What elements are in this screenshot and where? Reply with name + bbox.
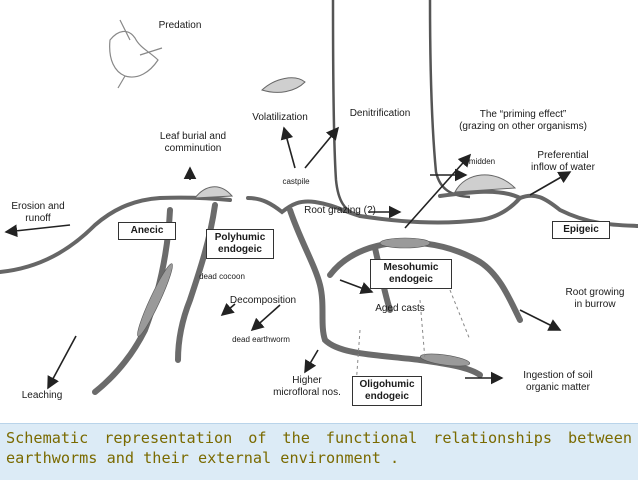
label-preferential-inflow: Preferential inflow of water — [531, 150, 595, 173]
burrow-linings — [137, 237, 471, 367]
label-leaching: Leaching — [21, 390, 63, 401]
box-anecic: Anecic — [118, 222, 176, 240]
label-dead-earthworm: dead earthworm — [232, 335, 290, 344]
label-midden: midden — [468, 157, 496, 166]
label-dead-cocoon: dead cocoon — [199, 272, 245, 281]
bird-illustration — [109, 19, 163, 89]
label-volatilization: Volatilization — [252, 112, 308, 123]
earthworm-functional-diagram — [0, 0, 638, 401]
label-castpile: castpile — [282, 177, 310, 186]
label-higher-microfloral: Higher microfloral nos. — [273, 375, 341, 398]
label-priming-effect: The “priming effect” (grazing on other o… — [459, 109, 587, 132]
caption-panel: Schematic representation of the function… — [0, 423, 638, 480]
tree-trunk — [331, 0, 471, 217]
label-ingestion: Ingestion of soil organic matter — [523, 370, 593, 393]
label-denitrification: Denitrification — [349, 108, 411, 119]
box-polyhumic-endogeic: Polyhumic endogeic — [206, 229, 274, 259]
leaf-litter — [193, 77, 517, 199]
process-arrows — [4, 126, 572, 390]
label-aged-casts: Aged casts — [375, 303, 425, 314]
label-root-grazing: Root grazing (?) — [304, 205, 376, 216]
label-leaf-burial: Leaf burial and comminution — [159, 131, 227, 154]
box-epigeic: Epigeic — [552, 221, 610, 239]
box-mesohumic-endogeic: Mesohumic endogeic — [370, 259, 452, 289]
label-decomposition: Decomposition — [229, 295, 297, 306]
box-oligohumic-endogeic: Oligohumic endogeic — [352, 376, 422, 406]
caption-text: Schematic representation of the function… — [6, 429, 632, 467]
label-root-growing: Root growing in burrow — [565, 287, 625, 310]
label-erosion: Erosion and runoff — [11, 201, 65, 224]
seepage-lines — [354, 289, 471, 401]
label-predation: Predation — [158, 20, 202, 31]
soil-surface — [0, 189, 638, 274]
